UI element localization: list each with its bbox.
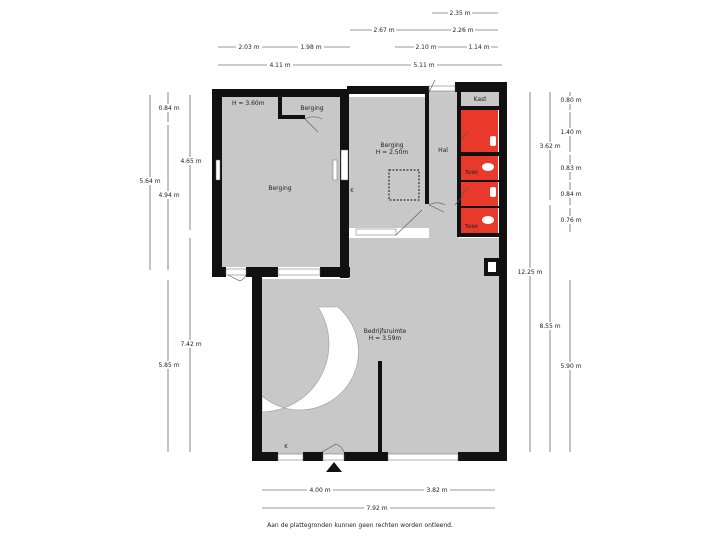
dim-top-5: 1.98 m (300, 44, 321, 51)
sink-icon (490, 136, 496, 197)
dim-right-1: 0.80 m (560, 97, 581, 104)
label-berging-large: Berging (268, 185, 291, 192)
label-berging-mid-height: H = 2.50m (376, 149, 409, 156)
windows (215, 85, 459, 461)
dim-right-2: 1.40 m (560, 129, 581, 136)
dim-top-6: 2.10 m (415, 44, 436, 51)
dim-top-3: 2.26 m (452, 27, 473, 34)
label-bedrijfsruimte: Bedrijfsruimte (364, 328, 407, 335)
label-toilet-1: Toilet (464, 170, 478, 176)
dim-left-1: 0.84 m (158, 105, 179, 112)
dim-right-6: 0.76 m (560, 217, 581, 224)
hatch-icon (388, 169, 420, 201)
label-berging-mid: Berging (380, 142, 403, 149)
label-toilet-2: Toilet (464, 224, 478, 230)
walls (212, 82, 507, 461)
toilet-block (461, 110, 498, 233)
dim-top-2: 2.67 m (373, 27, 394, 34)
dim-bottom-3: 7.92 m (366, 505, 387, 512)
room-labels: H = 3.60m Berging Berging Berging H = 2.… (232, 96, 487, 450)
dimension-labels: 2.35 m 2.67 m 2.26 m 2.03 m 1.98 m 2.10 … (136, 9, 582, 512)
label-kast: Kast (474, 96, 488, 103)
disclaimer-text: Aan de plattegronden kunnen geen rechten… (267, 522, 453, 529)
dim-bottom-1: 4.00 m (309, 487, 330, 494)
toilet-icon (482, 163, 494, 224)
dim-top-4: 2.03 m (238, 44, 259, 51)
dim-top-8: 4.11 m (269, 62, 290, 69)
dim-right-9: 5.90 m (560, 363, 581, 370)
label-k-2: K (284, 444, 288, 450)
dim-right-8: 8.55 m (539, 323, 560, 330)
dim-bottom-2: 3.82 m (426, 487, 447, 494)
label-k-1: K (350, 188, 354, 194)
dim-right-4: 0.83 m (560, 165, 581, 172)
door-swing-icon (227, 79, 469, 453)
dim-top-1: 2.35 m (449, 10, 470, 17)
label-bedrijfsruimte-height: H = 3.59m (369, 335, 402, 342)
dim-left-2: 5.64 m (139, 178, 160, 185)
curved-partition (261, 306, 359, 413)
dim-left-3: 4.94 m (158, 192, 179, 199)
dim-left-5: 7.42 m (180, 341, 201, 348)
entrance-arrow-icon (326, 462, 342, 472)
dim-top-9: 5.11 m (413, 62, 434, 69)
dim-left-6: 5.85 m (158, 362, 179, 369)
dim-top-7: 1.14 m (468, 44, 489, 51)
label-berging-large-height: H = 3.60m (232, 100, 265, 107)
dim-right-5: 0.84 m (560, 191, 581, 198)
dim-left-4: 4.65 m (180, 158, 201, 165)
label-berging-small: Berging (300, 105, 323, 112)
dim-right-3: 3.62 m (539, 143, 560, 150)
dim-right-7: 12.25 m (518, 269, 543, 276)
label-hal: Hal (438, 147, 448, 154)
